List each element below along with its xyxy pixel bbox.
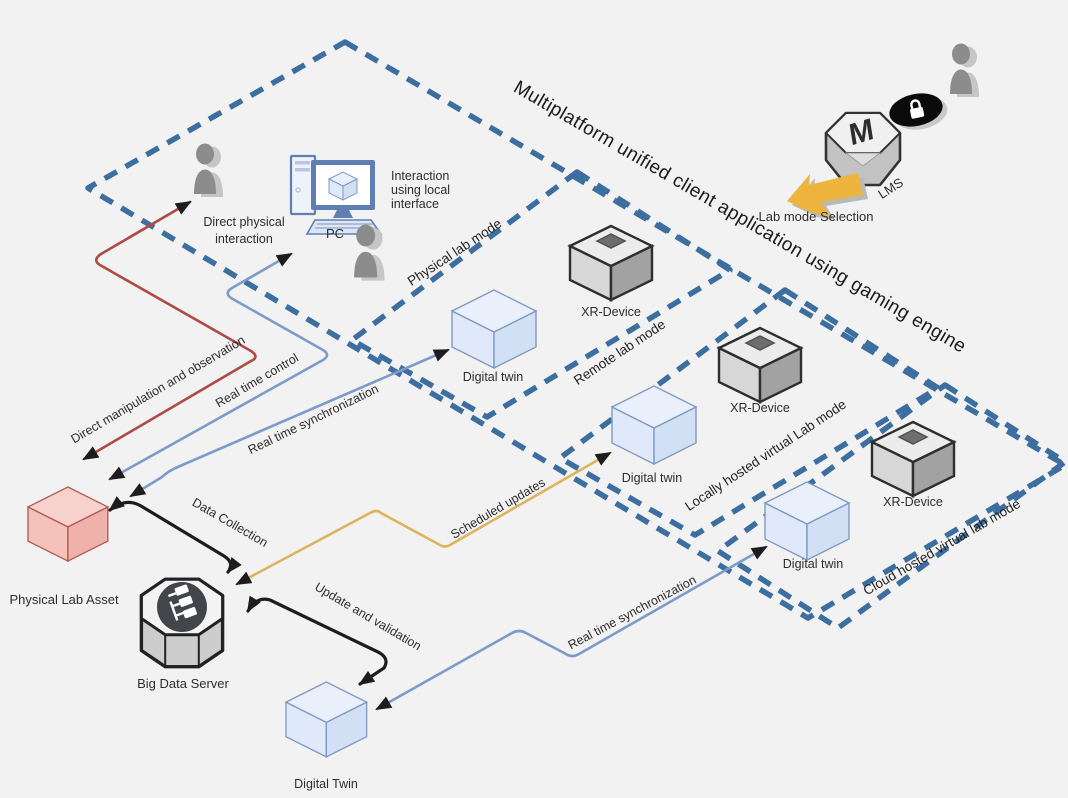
digital-twin-physical-cube xyxy=(451,289,537,369)
xr-device-remote-icon xyxy=(717,326,803,404)
physical-lab-mode-region xyxy=(349,169,733,420)
digital-twin-bottom-cube xyxy=(285,681,368,758)
digital-twin-bottom-label: Digital Twin xyxy=(294,777,358,791)
xr-device-cloud-label: XR-Device xyxy=(883,495,943,509)
digital-twin-physical-label: Digital twin xyxy=(463,370,523,384)
digital-twin-remote-cube xyxy=(611,385,697,465)
person-top-right-icon xyxy=(950,43,979,97)
digital-twin-local-cube xyxy=(764,481,850,561)
person-direct-interaction-icon xyxy=(194,143,223,197)
xr-device-remote-label: XR-Device xyxy=(730,401,790,415)
lab-mode-selection-label: Lab mode Selection xyxy=(759,209,874,224)
connector-data-collection xyxy=(108,496,242,574)
pc-screen-cube-icon xyxy=(327,171,359,201)
physical-lab-mode-label: Physical lab mode xyxy=(405,216,505,289)
direct-manipulation-label: Direct manipulation and observation xyxy=(69,333,248,446)
local-interface-note: Interaction using local interface xyxy=(391,169,450,211)
person-pc-user-icon xyxy=(354,224,385,281)
xr-device-physical-label: XR-Device xyxy=(581,305,641,319)
big-data-server-icon xyxy=(139,577,225,669)
real-time-sync-local-label: Real time synchronization xyxy=(566,573,699,653)
xr-device-physical-icon xyxy=(568,224,654,302)
pc-label: PC xyxy=(326,226,344,241)
physical-lab-asset-cube xyxy=(27,486,109,562)
lock-badge-icon xyxy=(889,93,948,130)
lab-mode-selection-arrow-icon xyxy=(787,173,868,220)
lms-m-glyph: M xyxy=(847,113,876,153)
client-application-boundary xyxy=(85,39,1068,621)
pc-icon xyxy=(289,154,383,235)
digital-twin-local-label: Digital twin xyxy=(783,557,843,571)
scheduled-updates-label: Scheduled updates xyxy=(448,475,547,541)
svg-text:Direct physical: Direct physical xyxy=(203,215,284,229)
connector-scheduled-updates xyxy=(235,451,612,586)
direct-physical-interaction-label: Direct physical interaction xyxy=(203,215,284,246)
xr-device-cloud-icon xyxy=(870,420,956,498)
physical-lab-asset-label: Physical Lab Asset xyxy=(9,592,119,607)
remote-lab-mode-region xyxy=(557,287,941,538)
svg-text:interface: interface xyxy=(391,197,439,211)
svg-text:using local: using local xyxy=(391,183,450,197)
digital-twin-remote-label: Digital twin xyxy=(622,471,682,485)
update-validation-label: Update and validation xyxy=(312,580,423,653)
svg-text:interaction: interaction xyxy=(215,232,273,246)
svg-text:Interaction: Interaction xyxy=(391,169,449,183)
server-tree-icon xyxy=(168,584,197,621)
big-data-server-label: Big Data Server xyxy=(137,676,229,691)
connector-real-time-sync-physical xyxy=(129,348,450,498)
lms-icon: M xyxy=(824,111,902,187)
remote-lab-mode-label: Remote lab mode xyxy=(571,317,668,388)
cloud-virtual-lab-mode-label: Cloud hosted virtual lab mode xyxy=(861,496,1023,598)
connector-real-time-sync-local xyxy=(375,545,768,711)
